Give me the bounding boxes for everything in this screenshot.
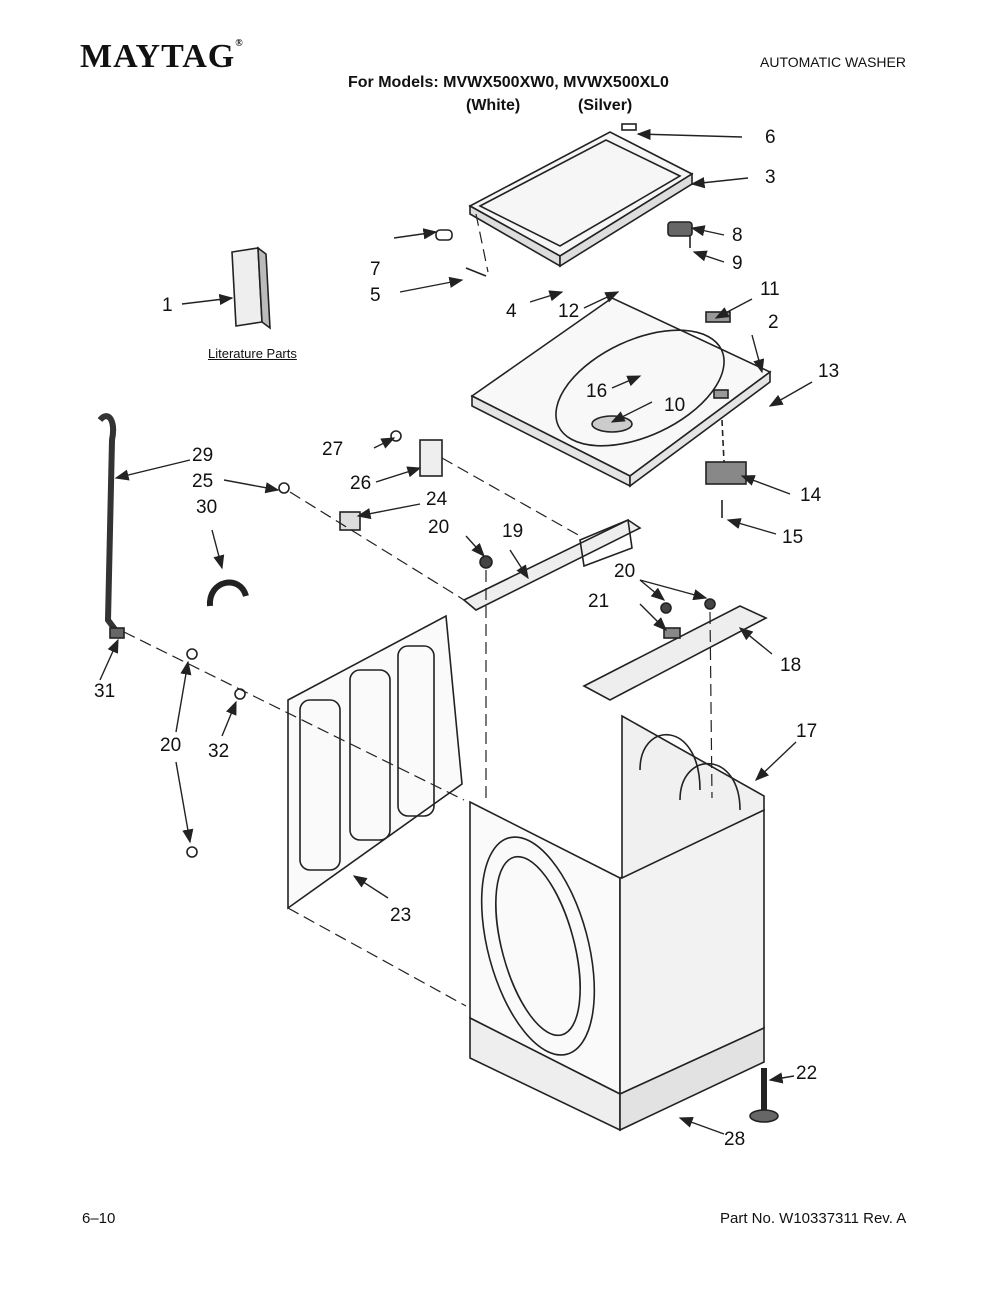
callout-1: 1 [162,295,173,316]
document-type: AUTOMATIC WASHER [760,54,906,70]
callout-17: 17 [796,721,818,742]
leveling-leg [749,1068,779,1123]
callout-8: 8 [732,225,743,246]
callout-22: 22 [796,1063,818,1084]
callout-10: 10 [664,395,686,416]
cabinet [469,800,765,1132]
callout-21: 21 [588,591,610,612]
callout-24: 24 [426,489,448,510]
callout-20-rear: 20 [428,517,450,538]
front-bracket [582,598,768,701]
footer-date: 6–10 [82,1210,116,1227]
brand-logo: MAYTAG® [80,38,244,75]
callout-6: 6 [765,127,776,148]
leader-lines [99,128,813,1135]
callout-15: 15 [782,527,804,548]
callout-3: 3 [765,167,776,188]
dispenser-assembly [705,419,747,518]
footer-part-number: Part No. W10337311 Rev. A [720,1210,907,1227]
callout-2: 2 [768,312,779,333]
callout-16: 16 [586,381,608,402]
models-line: For Models: MVWX500XW0, MVWX500XL0 [348,74,669,91]
literature-label: Literature Parts [208,346,297,361]
variant-silver: (Silver) [578,97,633,114]
tub-ring [621,714,765,880]
callout-11: 11 [760,279,780,300]
callout-4: 4 [506,301,517,322]
callout-28: 28 [724,1129,746,1150]
hose-guide [206,579,249,607]
callout-14: 14 [800,485,822,506]
callout-7: 7 [370,259,381,280]
drain-hose [97,413,125,639]
rear-panel [287,614,463,910]
callout-9: 9 [732,253,743,274]
callout-31: 31 [94,681,116,702]
callout-29: 29 [192,445,214,466]
callout-12: 12 [558,301,580,322]
callout-20-front: 20 [614,561,636,582]
callout-18: 18 [780,655,802,676]
lid [468,131,694,268]
callout-19: 19 [502,521,524,542]
variant-white: (White) [466,97,521,114]
callout-26: 26 [350,473,372,494]
top-panel [470,297,772,488]
callout-13: 13 [818,361,840,382]
literature-booklet [231,246,271,330]
callout-32: 32 [208,741,230,762]
callout-25: 25 [192,471,214,492]
callout-23: 23 [390,905,412,926]
callout-5: 5 [370,285,381,306]
assembly-lines [123,213,713,1007]
screw [186,846,198,858]
callout-27: 27 [322,439,344,460]
screw [186,648,198,660]
callout-30: 30 [196,497,218,518]
callout-20-panel: 20 [160,735,182,756]
